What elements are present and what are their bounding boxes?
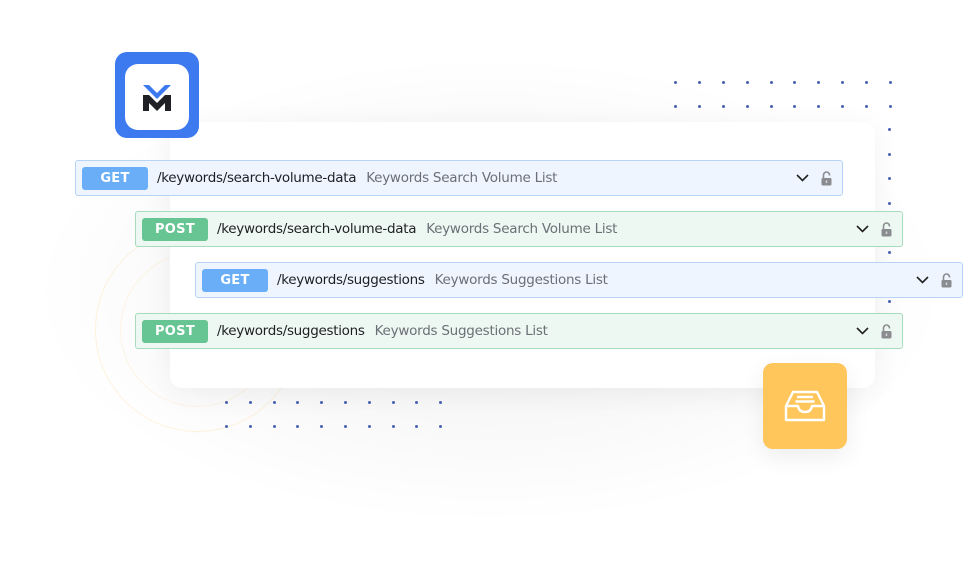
- endpoint-path: /keywords/search-volume-data: [157, 170, 357, 186]
- endpoint-row-post-suggestions[interactable]: POST /keywords/suggestions Keywords Sugg…: [135, 313, 903, 349]
- method-badge-post: POST: [142, 217, 208, 241]
- unlocked-padlock-icon[interactable]: [820, 170, 832, 186]
- endpoint-description: Keywords Suggestions List: [374, 323, 548, 339]
- inbox-tray-icon: [784, 390, 826, 422]
- logo-badge: [125, 64, 189, 130]
- unlocked-padlock-icon[interactable]: [940, 272, 952, 288]
- dot-pattern-top: [674, 81, 893, 108]
- endpoint-path: /keywords/suggestions: [217, 323, 365, 339]
- unlocked-padlock-icon[interactable]: [880, 221, 892, 237]
- inbox-tile: [763, 363, 847, 449]
- endpoint-description: Keywords Search Volume List: [366, 170, 558, 186]
- endpoint-description: Keywords Suggestions List: [434, 272, 608, 288]
- chevron-down-icon[interactable]: [795, 171, 809, 185]
- endpoint-row-get-suggestions[interactable]: GET /keywords/suggestions Keywords Sugge…: [195, 262, 963, 298]
- dot-pattern-bottom: [225, 401, 443, 428]
- method-badge-post: POST: [142, 319, 208, 343]
- endpoint-path: /keywords/search-volume-data: [217, 221, 417, 237]
- chevron-down-icon[interactable]: [855, 222, 869, 236]
- method-badge-get: GET: [82, 166, 148, 190]
- endpoint-row-get-search-volume[interactable]: GET /keywords/search-volume-data Keyword…: [75, 160, 843, 196]
- chevron-down-icon[interactable]: [855, 324, 869, 338]
- endpoint-path: /keywords/suggestions: [277, 272, 425, 288]
- endpoint-description: Keywords Search Volume List: [426, 221, 618, 237]
- method-badge-get: GET: [202, 268, 268, 292]
- chevron-down-icon[interactable]: [915, 273, 929, 287]
- endpoint-row-post-search-volume[interactable]: POST /keywords/search-volume-data Keywor…: [135, 211, 903, 247]
- m-chevron-logo-icon: [143, 85, 171, 111]
- unlocked-padlock-icon[interactable]: [880, 323, 892, 339]
